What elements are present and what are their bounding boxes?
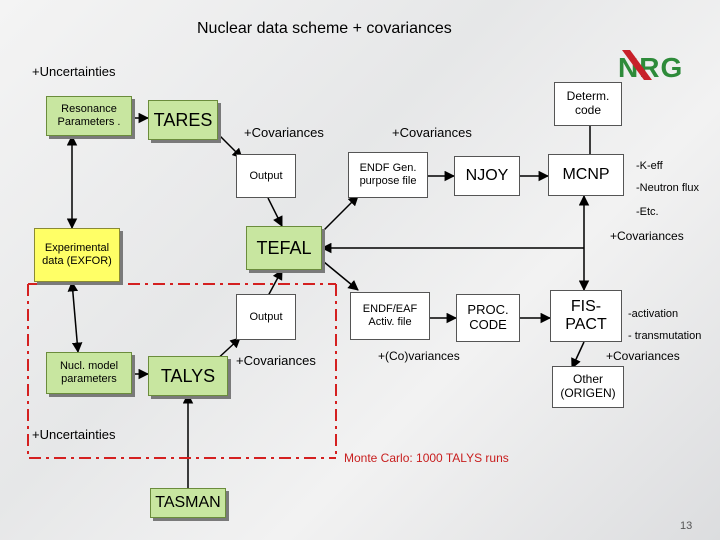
- nrg-logo: NRG: [616, 50, 690, 84]
- determ-code-box: Determ. code: [554, 82, 622, 126]
- uncertainties-top-label: +Uncertainties: [32, 64, 116, 79]
- talys-box: TALYS: [148, 356, 228, 396]
- output-1-box: Output: [236, 154, 296, 198]
- tefal-box: TEFAL: [246, 226, 322, 270]
- tares-box: TARES: [148, 100, 218, 140]
- nucl-model-parameters-box: Nucl. model parameters: [46, 352, 132, 394]
- keff-label: -K-eff: [636, 160, 663, 172]
- covariances-tares-label: +Covariances: [244, 125, 324, 140]
- fispact-box: FIS-PACT: [550, 290, 622, 342]
- monte-carlo-label: Monte Carlo: 1000 TALYS runs: [344, 451, 509, 465]
- neutron-flux-label: -Neutron flux: [636, 182, 699, 194]
- activation-label: -activation: [628, 308, 679, 320]
- endf-eaf-file-box: ENDF/EAF Activ. file: [350, 292, 430, 340]
- output-2-box: Output: [236, 294, 296, 340]
- page-title: Nuclear data scheme + covariances: [197, 20, 452, 37]
- endf-file-box: ENDF Gen. purpose file: [348, 152, 428, 198]
- experimental-data-box: Experimental data (EXFOR): [34, 228, 120, 282]
- page-number: 13: [680, 520, 693, 532]
- tasman-box: TASMAN: [150, 488, 226, 518]
- proc-code-box: PROC. CODE: [456, 294, 520, 342]
- covariances-talys-label: +Covariances: [236, 353, 316, 368]
- logo-mark-icon: [622, 50, 652, 80]
- covariances-endf-label: +Covariances: [392, 125, 472, 140]
- resonance-parameters-box: Resonance Parameters .: [46, 96, 132, 136]
- mcnp-box: MCNP: [548, 154, 624, 196]
- covariances-endf-eaf-label: +(Co)variances: [378, 349, 460, 363]
- covariances-fispact-label: +Covariances: [606, 349, 680, 363]
- uncertainties-bottom-label: +Uncertainties: [32, 427, 116, 442]
- etc-label: -Etc.: [636, 206, 659, 218]
- transmutation-label: - transmutation: [628, 330, 702, 342]
- covariances-tefal-label: +Covariances: [610, 229, 684, 243]
- njoy-box: NJOY: [454, 156, 520, 196]
- other-origen-box: Other (ORIGEN): [552, 366, 624, 408]
